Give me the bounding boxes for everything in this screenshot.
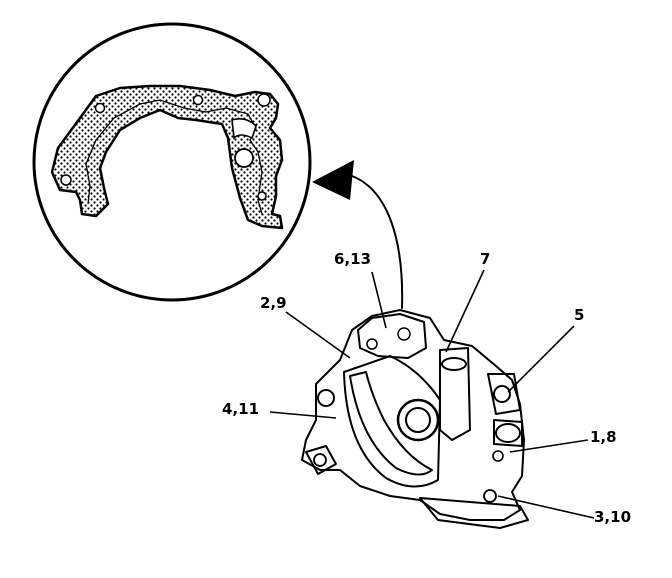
gasket-bolt-hole <box>192 94 204 106</box>
mount-hole-right <box>492 450 504 462</box>
oil-pump-body <box>301 309 529 529</box>
pump-bore-inner <box>405 407 431 433</box>
callout-5: 5 <box>574 306 585 324</box>
callout-4-11: 4,11 <box>222 400 260 418</box>
callout-7: 7 <box>480 250 491 268</box>
boss-hole <box>397 327 411 341</box>
gasket-outline <box>50 84 284 230</box>
leader-lines <box>269 269 595 519</box>
gasket-bolt-hole <box>60 174 72 186</box>
gasket-inner-channel <box>85 99 263 215</box>
callout-2-9: 2,9 <box>260 294 287 312</box>
pump-lower-lug <box>305 445 337 475</box>
gasket <box>50 84 284 230</box>
mount-hole-lower <box>313 453 327 467</box>
leader-c5 <box>269 411 337 419</box>
gasket-bolt-hole <box>94 102 106 114</box>
callout-6-13: 6,13 <box>334 250 372 268</box>
pump-crescent <box>349 371 433 476</box>
gasket-bolt-hole <box>234 148 254 168</box>
callout-3-10: 3,10 <box>594 508 632 526</box>
leader-c3 <box>285 311 351 359</box>
callout-1-8: 1,8 <box>590 428 617 446</box>
leader-c1 <box>371 271 387 329</box>
cylinder-top <box>441 357 467 371</box>
pump-boss-top <box>357 313 427 359</box>
leader-c7 <box>497 495 595 519</box>
gasket-detail-view <box>32 22 312 302</box>
right-boss-hole <box>493 385 511 403</box>
pump-outlet <box>493 419 523 447</box>
gasket-passage <box>231 118 257 140</box>
leader-c6 <box>509 439 589 453</box>
gasket-bolt-hole <box>257 93 271 107</box>
mount-hole-base <box>483 489 497 503</box>
leader-c2 <box>445 269 485 353</box>
pump-right-boss <box>487 373 521 415</box>
leader-c4 <box>507 325 575 393</box>
mount-hole-left <box>317 389 335 407</box>
pump-front-face <box>343 355 441 488</box>
boss-hole <box>366 338 378 350</box>
pump-base-flange <box>419 497 529 529</box>
pump-cylinder <box>439 347 471 441</box>
gasket-bolt-hole <box>257 191 267 201</box>
detail-arrow <box>312 160 404 309</box>
arrow-head <box>312 160 354 200</box>
outlet-face <box>495 423 521 443</box>
